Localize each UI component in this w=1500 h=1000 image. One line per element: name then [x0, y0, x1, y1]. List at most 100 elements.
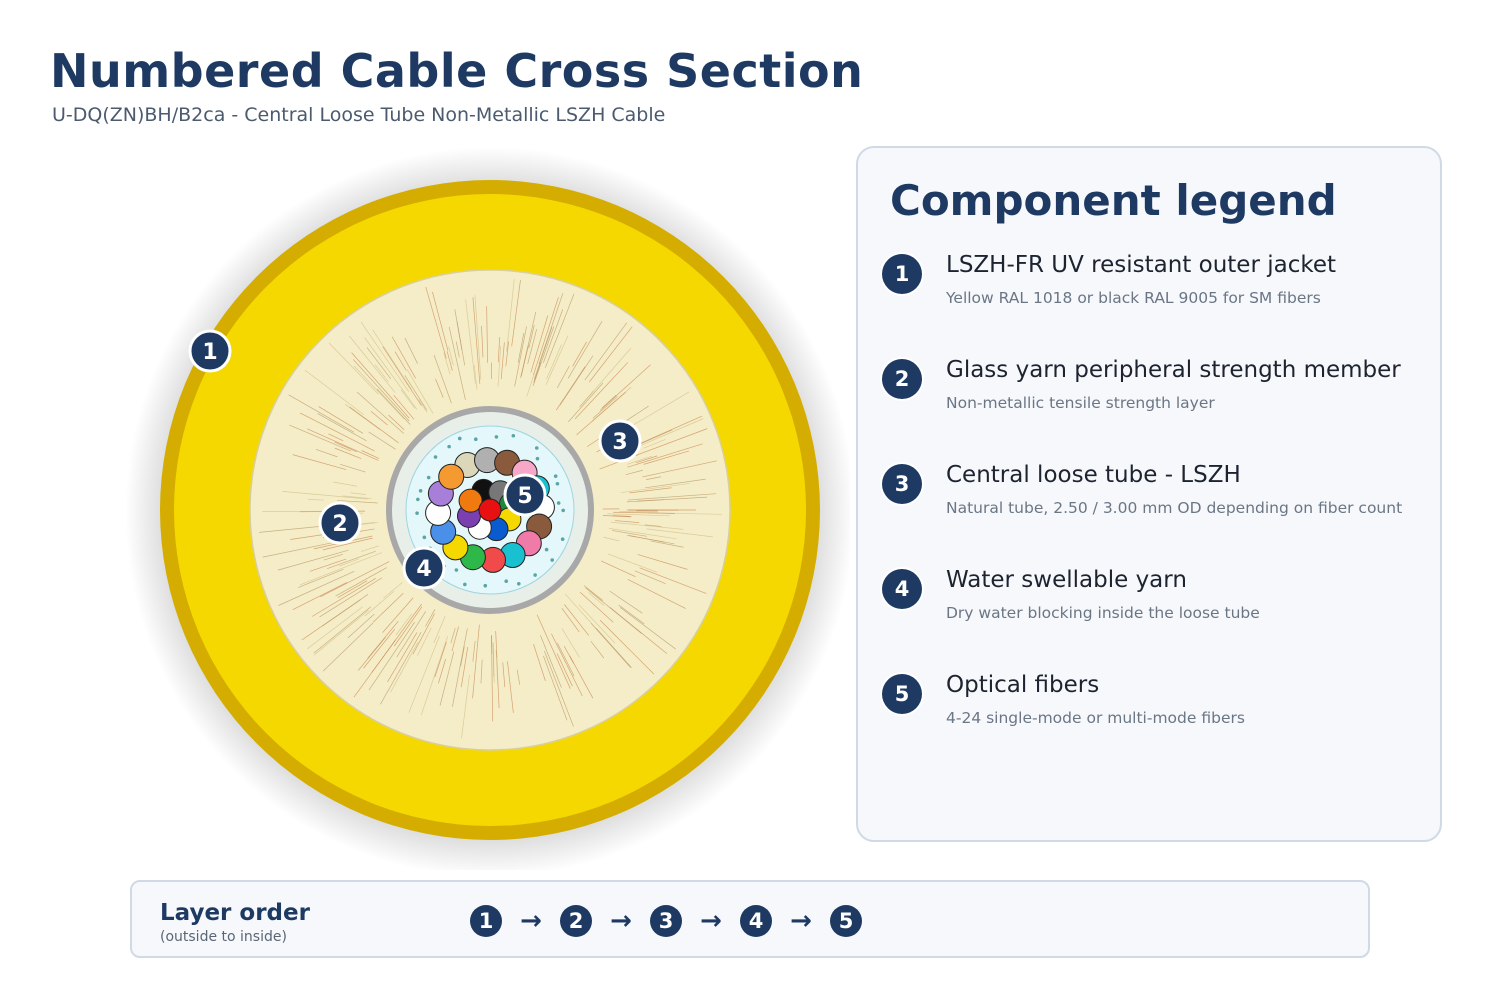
legend-item-name: Water swellable yarn: [946, 567, 1187, 593]
yarn-strand: [645, 478, 706, 489]
yarn-strand: [545, 335, 569, 385]
component-legend-panel: Component legend 1 LSZH-FR UV resistant …: [856, 146, 1442, 842]
yarn-strand: [380, 631, 422, 705]
yarn-strand: [612, 515, 631, 517]
yarn-strand: [634, 570, 666, 585]
yarn-strand: [311, 578, 376, 617]
gel-dot: [473, 437, 478, 442]
yarn-strand: [556, 653, 573, 687]
yarn-strand: [495, 650, 499, 685]
gel-dot: [433, 455, 438, 459]
yarn-strand: [391, 336, 416, 379]
layer-order-title: Layer order: [160, 900, 310, 926]
yarn-strand: [627, 493, 717, 501]
yarn-strand: [637, 554, 688, 570]
yarn-strand: [357, 637, 386, 671]
yarn-strand: [579, 591, 614, 623]
yarn-strand: [627, 455, 652, 465]
yarn-strand: [592, 396, 618, 419]
legend-item-name: Optical fibers: [946, 672, 1100, 698]
yarn-strand: [313, 609, 369, 656]
yarn-strand: [278, 570, 355, 606]
yarn-strand: [580, 347, 632, 406]
layer-order-step: 2: [560, 905, 592, 937]
yarn-strand: [299, 412, 375, 452]
yarn-strand: [618, 604, 645, 625]
yarn-strand: [443, 352, 451, 375]
yarn-strand: [372, 329, 412, 390]
yarn-strand: [319, 577, 383, 618]
yarn-strand: [304, 369, 364, 415]
callout-badge: [598, 419, 642, 463]
yarn-strand: [448, 326, 466, 400]
yarn-strand: [480, 659, 483, 684]
yarn-strand: [434, 641, 447, 678]
yarn-strand: [563, 645, 574, 664]
gel-dot: [426, 475, 431, 480]
yarn-strand: [576, 391, 626, 436]
arrow-right-icon: →: [520, 906, 542, 936]
yarn-strand: [342, 495, 372, 499]
yarn-strand: [492, 644, 495, 683]
yarn-strand: [533, 297, 559, 375]
yarn-strand: [514, 326, 527, 387]
legend-item-name: LSZH-FR UV resistant outer jacket: [946, 252, 1337, 278]
yarn-strand: [472, 640, 476, 662]
callout-badge: [503, 473, 547, 517]
yarn-strand: [602, 515, 632, 518]
yarn-strand: [320, 561, 390, 598]
yarn-strand: [432, 291, 449, 351]
yarn-strand: [395, 613, 413, 636]
yarn-strand: [451, 626, 459, 652]
layer-order-step: 1: [470, 905, 502, 937]
gel-dot: [511, 433, 516, 438]
gel-dot: [560, 537, 565, 542]
yarn-strand: [307, 498, 324, 501]
yarn-strand: [646, 476, 662, 480]
yarn-strand: [481, 325, 484, 358]
gel-dot: [422, 535, 427, 540]
yarn-strand: [299, 552, 383, 586]
yarn-strand: [505, 341, 509, 367]
yarn-strand: [435, 378, 444, 398]
yarn-strand: [259, 525, 330, 533]
yarn-strand: [615, 520, 640, 523]
yarn-strand: [613, 511, 675, 514]
yarn-strand: [337, 500, 378, 504]
yarn-strand: [323, 553, 343, 561]
yarn-strand: [589, 326, 633, 383]
yarn-strand: [390, 642, 419, 693]
yarn-strand: [406, 369, 434, 414]
yarn-strand: [609, 528, 677, 540]
yarn-strand: [567, 320, 603, 379]
yarn-strand: [322, 622, 374, 672]
yarn-strand: [643, 450, 690, 465]
fiber: [458, 488, 483, 513]
yarn-strand: [313, 606, 372, 654]
yarn-strand: [425, 609, 436, 627]
yarn-strand: [289, 424, 352, 452]
yarn-strand: [400, 389, 416, 409]
yarn-strand: [446, 351, 453, 371]
yarn-strand: [585, 587, 643, 634]
legend-number-badge: 1: [882, 254, 922, 294]
yarn-strand: [568, 382, 604, 423]
callout-label: 3: [612, 430, 627, 455]
yarn-strand: [527, 329, 537, 364]
yarn-strand: [370, 411, 388, 426]
yarn-strand: [433, 355, 452, 404]
yarn-strand: [636, 455, 658, 464]
yarn-strand: [353, 365, 405, 420]
yarn-strand: [417, 627, 432, 656]
yarn-strand: [292, 454, 347, 471]
yarn-strand: [502, 662, 506, 688]
yarn-strand: [383, 582, 403, 599]
yarn-strand: [557, 365, 570, 388]
yarn-strand: [561, 608, 580, 633]
yarn-strand: [452, 628, 468, 707]
yarn-strand: [543, 655, 568, 721]
legend-item-description: Natural tube, 2.50 / 3.00 mm OD dependin…: [946, 499, 1403, 517]
yarn-strand: [388, 414, 405, 431]
yarn-strand: [632, 428, 708, 457]
